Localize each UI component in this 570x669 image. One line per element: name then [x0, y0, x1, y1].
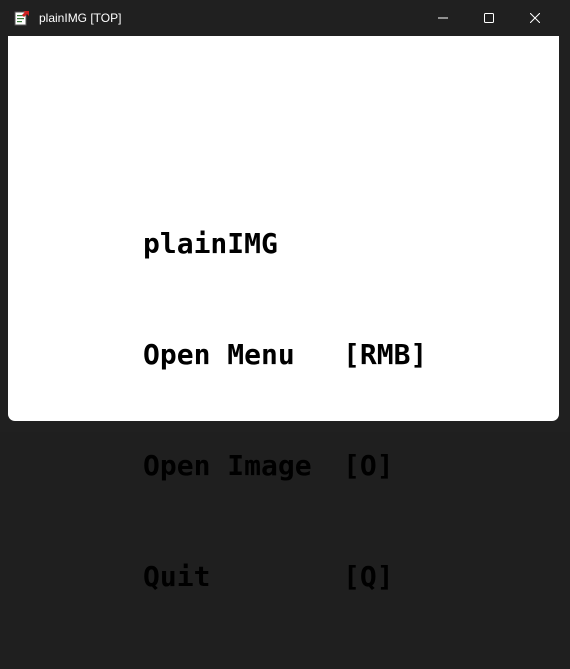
close-icon: [530, 13, 540, 23]
maximize-button[interactable]: [466, 0, 512, 36]
title-bar[interactable]: plainIMG [TOP]: [0, 0, 570, 36]
close-button[interactable]: [512, 0, 558, 36]
window-title: plainIMG [TOP]: [39, 11, 122, 25]
help-text: plainIMG Open Menu [RMB] Open Image [O] Qu…: [143, 151, 427, 669]
maximize-icon: [484, 13, 494, 23]
app-window: plainIMG [TOP] plainIMG Open Menu [RMB] O…: [0, 0, 570, 593]
row-shortcut: [Q]: [343, 560, 394, 593]
row-label: Open Menu: [143, 338, 295, 371]
minimize-button[interactable]: [420, 0, 466, 36]
menu-row-quit: Quit [Q]: [143, 558, 427, 595]
minimize-icon: [438, 17, 448, 19]
menu-row-open-image: Open Image [O]: [143, 447, 427, 484]
app-icon: [14, 11, 29, 26]
app-heading: plainIMG: [143, 227, 278, 260]
row-label: Quit: [143, 560, 211, 593]
row-shortcut: [RMB]: [343, 338, 428, 371]
menu-row-open-menu: Open Menu [RMB]: [143, 336, 427, 373]
row-shortcut: [O]: [343, 449, 394, 482]
row-label: Open Image: [143, 449, 312, 482]
image-canvas[interactable]: plainIMG Open Menu [RMB] Open Image [O] Qu…: [8, 36, 559, 593]
